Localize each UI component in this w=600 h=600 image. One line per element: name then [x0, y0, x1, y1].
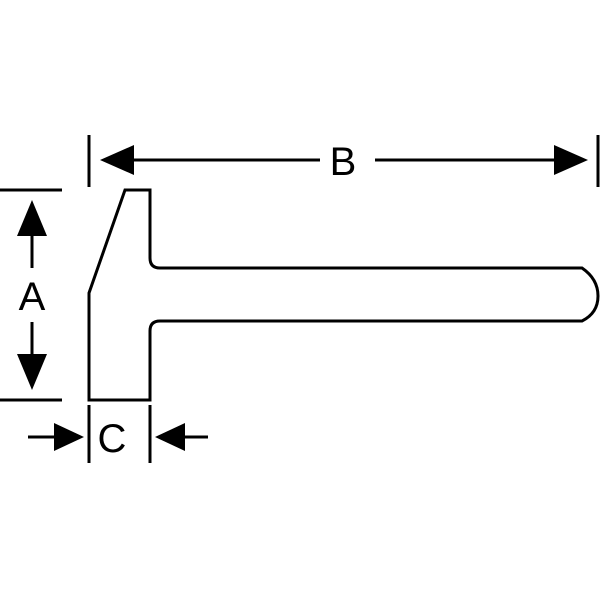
b-arrowhead-left [100, 145, 134, 175]
label-c: C [98, 417, 127, 461]
c-arrowhead-right [54, 423, 84, 451]
label-b: B [330, 140, 357, 184]
a-arrowhead-up [17, 200, 47, 236]
c-arrowhead-left [155, 423, 185, 451]
hammer-outline [87, 188, 600, 402]
label-a: A [19, 275, 46, 319]
b-arrowhead-right [554, 145, 588, 175]
a-arrowhead-down [17, 354, 47, 390]
